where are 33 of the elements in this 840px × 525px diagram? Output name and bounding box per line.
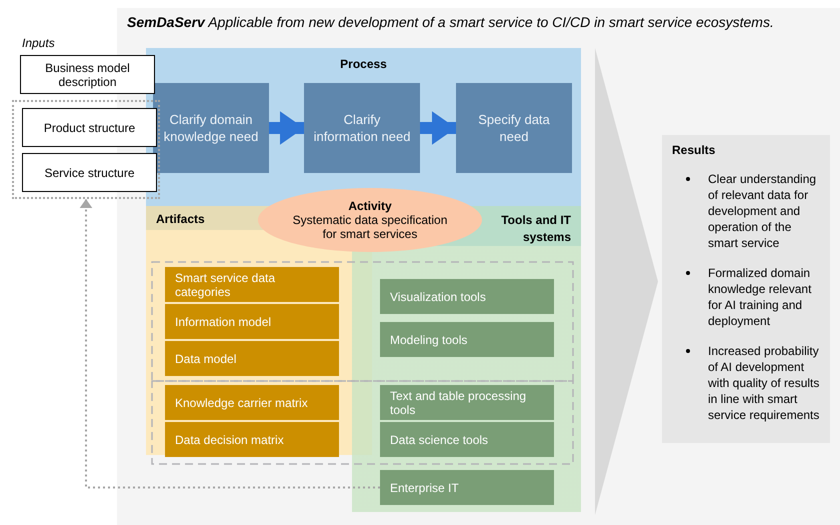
block-arrow bbox=[269, 111, 304, 145]
artifact-box: Data model bbox=[165, 341, 339, 376]
artifact-box: Smart service data categories bbox=[165, 267, 339, 302]
dotted-arrow bbox=[80, 199, 380, 488]
block-arrow bbox=[420, 111, 456, 145]
section-label: Inputs bbox=[22, 36, 55, 50]
results-box bbox=[662, 135, 830, 443]
activity-text: Systematic data specification for smart services bbox=[292, 213, 448, 241]
process-step-box: Clarify information need bbox=[304, 83, 420, 173]
input-box: Product structure bbox=[22, 108, 157, 147]
artifact-box: Data decision matrix bbox=[165, 422, 339, 457]
tool-box: Data science tools bbox=[380, 422, 554, 457]
tool-box: Modeling tools bbox=[380, 322, 554, 357]
tools-heading: Tools and IT systems bbox=[500, 212, 571, 246]
artifact-box: Knowledge carrier matrix bbox=[165, 385, 339, 420]
artifact-box: Information model bbox=[165, 304, 339, 339]
process-step-box: Specify data need bbox=[456, 83, 572, 173]
results-heading: Results bbox=[672, 143, 716, 157]
result-bullet-text: Clear understanding of relevant data for development and operation of the smart service bbox=[708, 171, 818, 251]
process-heading: Process bbox=[339, 57, 388, 71]
input-box: Business model description bbox=[20, 55, 155, 94]
dotted-group-frame bbox=[12, 100, 160, 199]
activity-heading: Activity bbox=[348, 199, 392, 213]
result-bullet-text: Formalized domain knowledge relevant for AI training and deployment bbox=[708, 265, 812, 329]
input-box: Service structure bbox=[22, 153, 157, 192]
title: SemDaServ Applicable from new development of a smart service to CI/CD in smart service ecosystems. bbox=[127, 14, 775, 30]
tool-box: Text and table processing tools bbox=[380, 385, 554, 420]
artifacts-heading: Artifacts bbox=[156, 212, 205, 226]
tool-box: Enterprise IT bbox=[380, 470, 554, 505]
process-step-box: Clarify domain knowledge need bbox=[153, 83, 269, 173]
chevron-shape bbox=[595, 48, 658, 515]
tool-box: Visualization tools bbox=[380, 279, 554, 314]
result-bullet-text: Increased probability of AI development with quality of results in line with smart service requirements bbox=[708, 343, 820, 423]
